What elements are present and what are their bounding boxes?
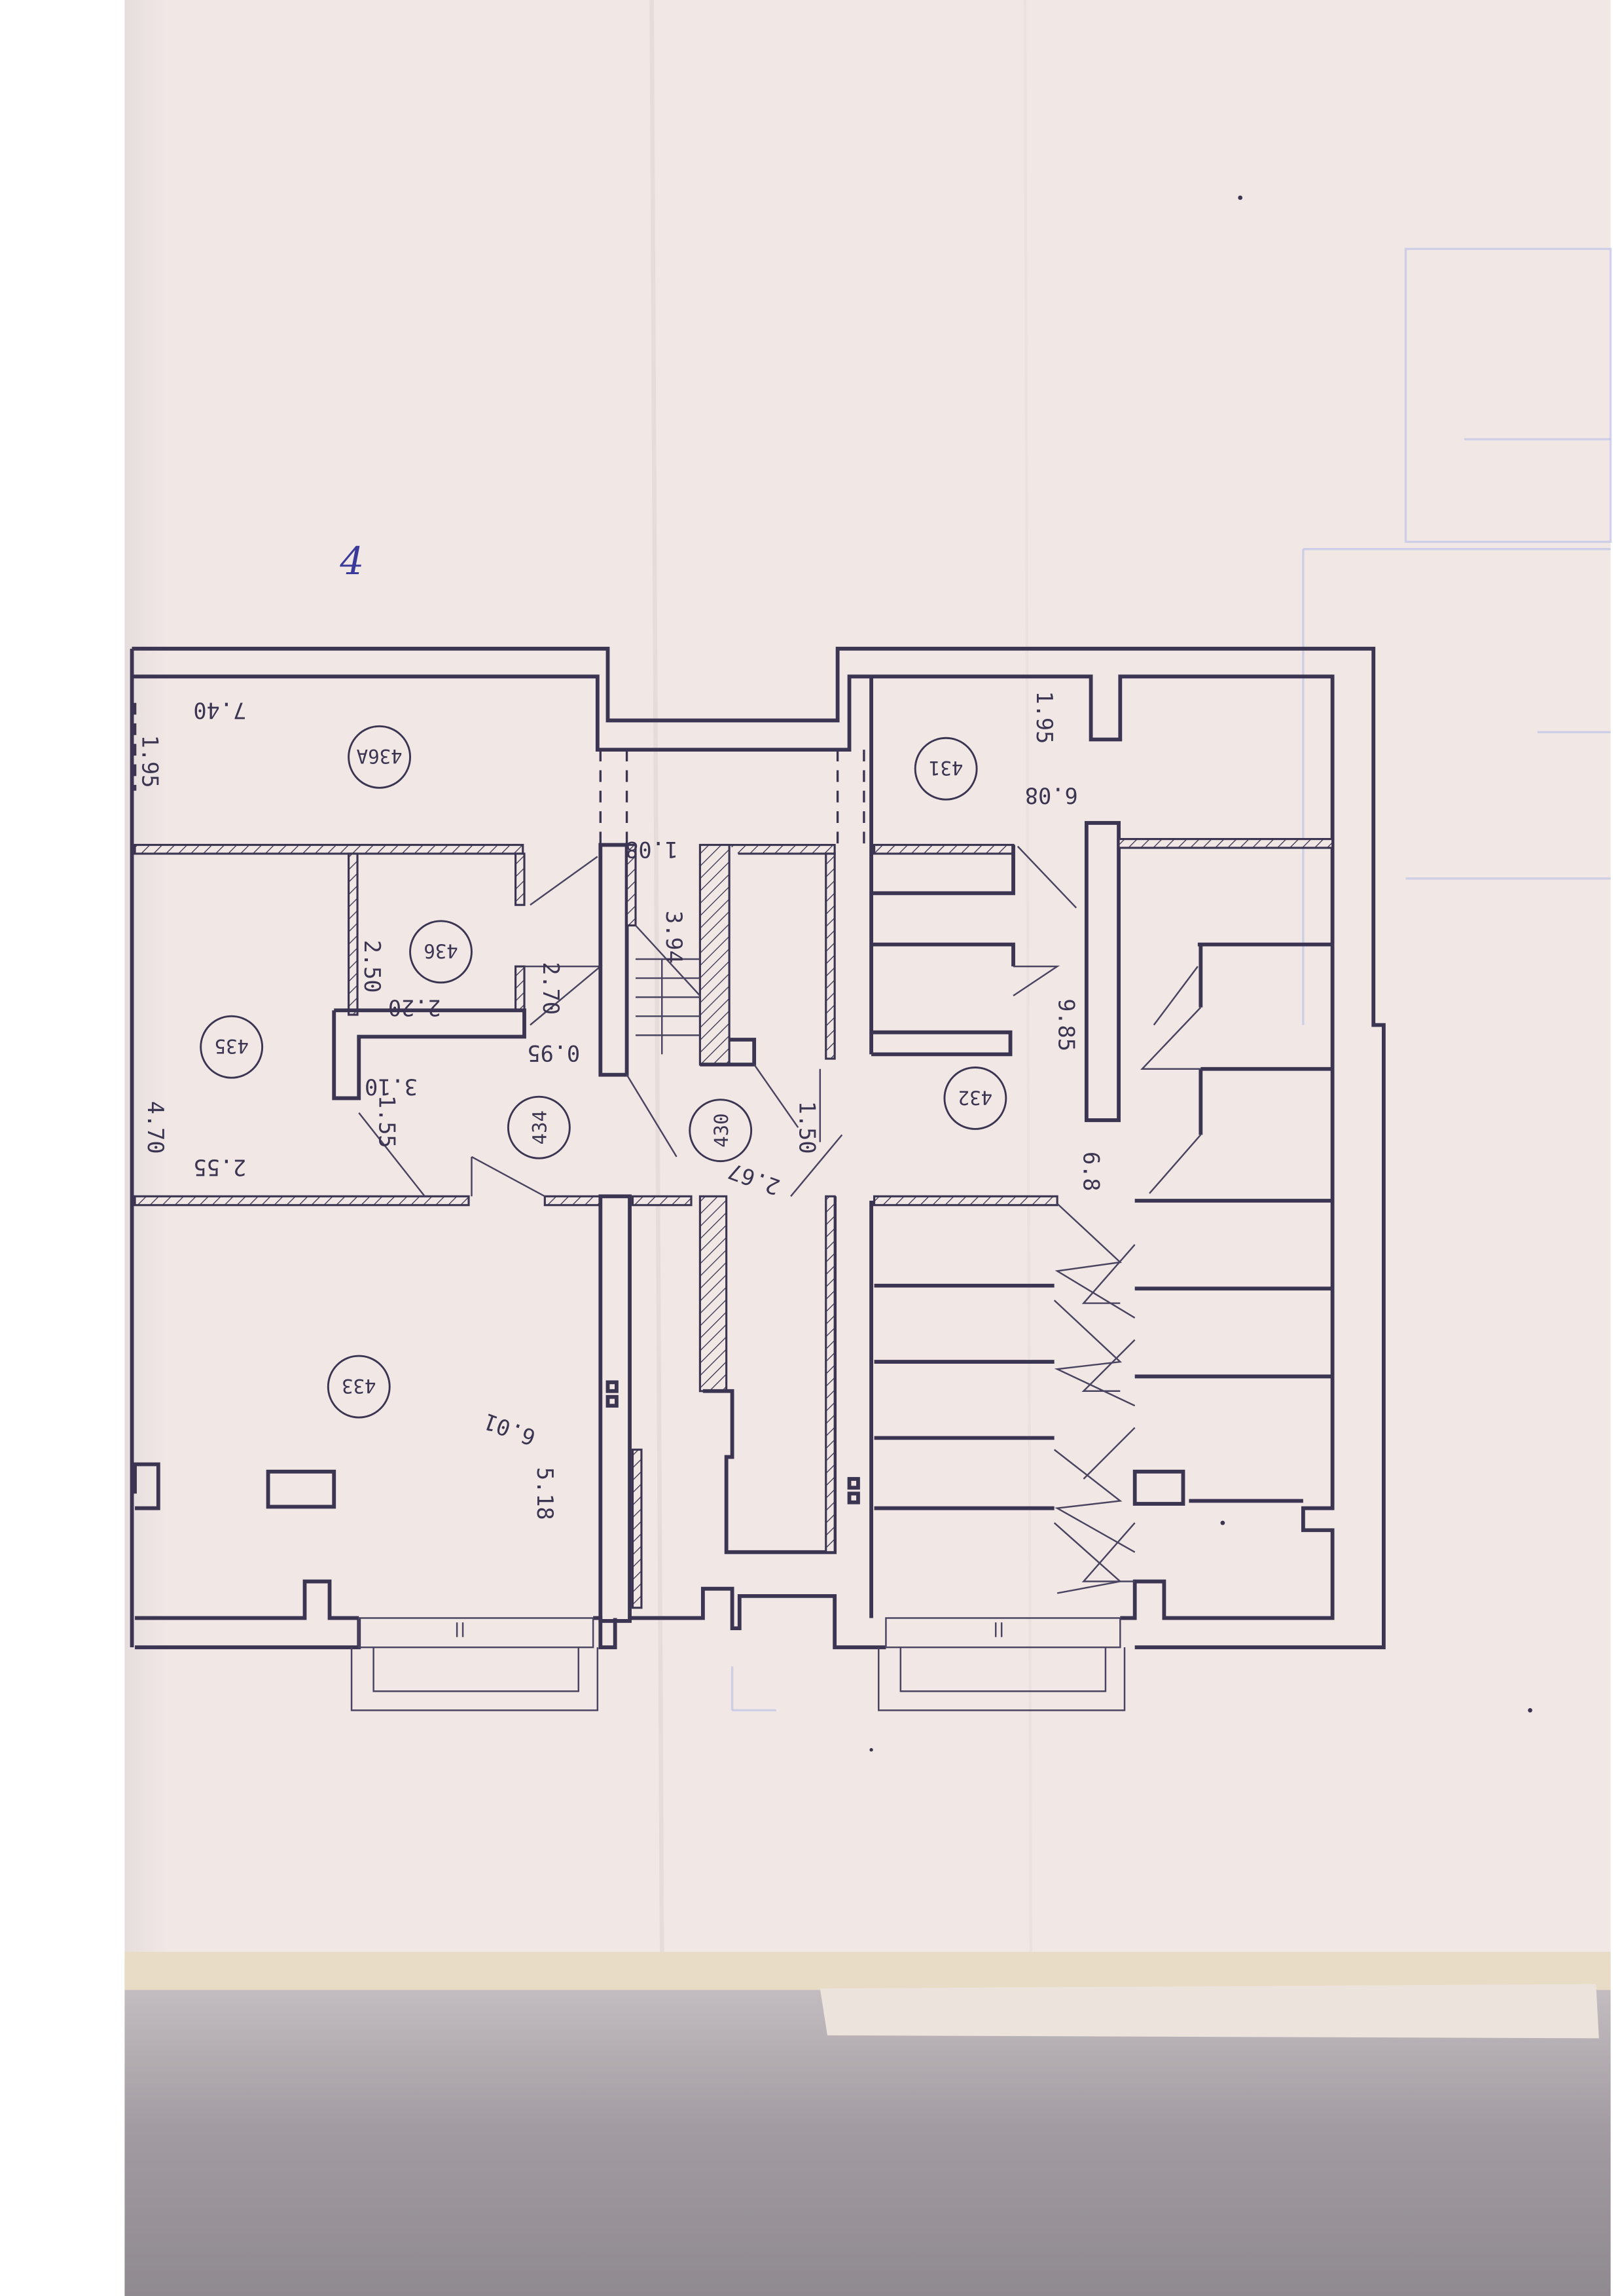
paper-bottom-edge (124, 1952, 1611, 1990)
dim-label: 1.95 (137, 735, 162, 788)
dim-label: 3.10 (365, 1074, 418, 1099)
room-tag-434: 434 (507, 1095, 571, 1159)
interior-walls-left (130, 648, 603, 1648)
fold-line (1023, 0, 1033, 1952)
dim-label: 4.70 (143, 1101, 168, 1154)
dim-label: 1.08 (625, 837, 678, 862)
dim-label: 2.20 (388, 995, 441, 1021)
room-tag-431: 431 (914, 737, 978, 801)
speck (1528, 1708, 1532, 1713)
room-tag-436A: 436A (348, 725, 412, 789)
bleed-through-marks (731, 247, 1612, 1712)
stall-door-swings (1053, 1203, 1136, 1594)
dim-label: 7.40 (193, 698, 246, 723)
interior-walls-right (869, 676, 1334, 1618)
dim-label: 2.50 (359, 940, 385, 993)
svg-text:436A: 436A (357, 745, 403, 767)
room-tag-430: 430 (689, 1099, 753, 1163)
svg-text:432: 432 (958, 1086, 993, 1108)
dim-label: 2.55 (193, 1154, 246, 1180)
window-bay-left (350, 1617, 599, 1711)
paper-underneath-edge (820, 1984, 1599, 2039)
dim-label: 1.50 (794, 1101, 820, 1154)
speck (869, 1748, 873, 1752)
dim-label: 3.94 (661, 911, 687, 964)
svg-text:433: 433 (342, 1375, 376, 1397)
dim-label: 1.55 (374, 1095, 400, 1148)
dim-label: 5.18 (532, 1467, 558, 1520)
svg-text:435: 435 (214, 1035, 249, 1057)
speck (1238, 195, 1243, 200)
svg-text:434: 434 (529, 1110, 551, 1145)
speck (1220, 1520, 1225, 1525)
dim-label: 6.8 (1078, 1152, 1104, 1192)
corridor-stair-core (598, 750, 865, 1623)
dim-label: 6.08 (1025, 782, 1078, 808)
stair-treads (635, 924, 701, 1055)
svg-text:436: 436 (424, 940, 458, 962)
dim-label: 9.85 (1053, 998, 1079, 1051)
window-bay-right (878, 1617, 1126, 1711)
room-tag-435: 435 (200, 1015, 264, 1079)
svg-text:431: 431 (929, 757, 964, 779)
dim-label: 2.70 (538, 962, 564, 1015)
fold-line (649, 0, 664, 1952)
dim-label: 0.95 (527, 1040, 580, 1066)
room-tag-432: 432 (943, 1066, 1007, 1130)
paper-sheet (124, 0, 1611, 1963)
page-number-mark: 4 (339, 539, 364, 583)
room-tag-433: 433 (327, 1355, 391, 1419)
dim-label: 1.95 (1032, 691, 1057, 744)
svg-text:430: 430 (710, 1113, 732, 1148)
room-tag-436: 436 (409, 920, 473, 984)
